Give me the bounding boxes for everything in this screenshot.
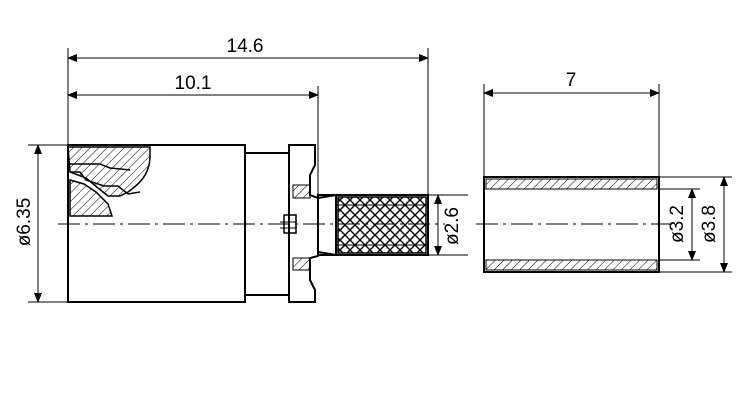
crimp-sleeve — [317, 194, 429, 256]
dimension-ferrule-inner-diameter: ø3.2 — [659, 188, 700, 261]
dimension-body-length: 10.1 — [67, 73, 319, 195]
dimension-body-diameter: ø6.35 — [14, 144, 68, 303]
dim-body-diameter-label: ø6.35 — [14, 198, 35, 247]
dim-overall-length-label: 14.6 — [227, 36, 264, 57]
dim-body-length-label: 10.1 — [175, 73, 212, 94]
crimp-sleeve-lead — [317, 193, 337, 257]
dim-pin-diameter-label: ø2.6 — [442, 207, 463, 245]
knurl-pattern — [337, 196, 427, 254]
body-section-hatching — [67, 146, 151, 197]
body-internal-contour-2 — [70, 163, 131, 171]
dimension-pin-diameter: ø2.6 — [428, 194, 468, 256]
ferrule-wall-top — [485, 178, 658, 190]
dim-ferrule-outer-diameter-label: ø3.8 — [699, 205, 720, 243]
ferrule-wall-bottom — [485, 259, 658, 271]
connector-body — [67, 144, 429, 303]
body-section-hatching-lower — [69, 179, 114, 217]
body-internal-contour — [70, 171, 141, 195]
flange-hatch — [292, 184, 311, 271]
dim-ferrule-inner-diameter-label: ø3.2 — [667, 205, 688, 243]
dimension-ferrule-outer-diameter: ø3.8 — [659, 176, 732, 273]
dim-ferrule-length-label: 7 — [566, 70, 577, 91]
dimension-ferrule-length: 7 — [483, 70, 660, 177]
